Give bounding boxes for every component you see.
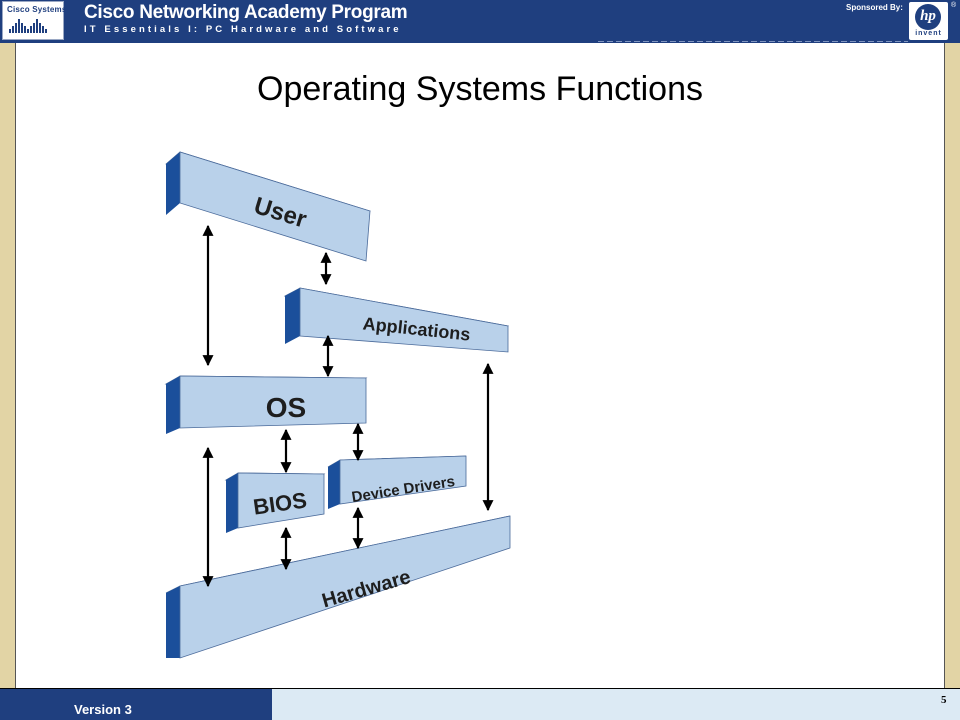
registered-icon: ® [951, 2, 957, 9]
footer-bar [272, 688, 960, 720]
block-bios: BIOS [224, 472, 326, 533]
right-margin-bar [944, 43, 960, 688]
block-device-drivers: Device Drivers [327, 455, 467, 509]
sponsor-label: Sponsored By: [846, 3, 903, 12]
version-label: Version 3 [74, 702, 132, 717]
slide-title: Operating Systems Functions [257, 70, 703, 108]
course-subtitle: IT Essentials I: PC Hardware and Softwar… [84, 24, 402, 35]
block-applications: Applications [283, 287, 510, 353]
header-rule [598, 41, 908, 42]
cisco-logo: Cisco Systems [2, 1, 67, 40]
cisco-logo-text: Cisco Systems [7, 5, 67, 14]
cisco-bars-icon [9, 19, 47, 33]
hp-logo-mark: hp [915, 4, 941, 30]
block-hardware: Hardware [165, 515, 511, 659]
left-margin-bar [0, 43, 16, 688]
footer-version-bar: Version 3 [0, 688, 272, 720]
page-number: 5 [941, 694, 947, 706]
block-os: OS [164, 375, 368, 434]
header-bar: Cisco Systems Cisco Networking Academy P… [0, 0, 960, 43]
program-title: Cisco Networking Academy Program [84, 2, 408, 23]
block-user: User [165, 151, 371, 262]
hp-tagline: invent [915, 30, 942, 37]
os-functions-diagram: User Applications OS BIOS De [130, 128, 530, 668]
label-os: OS [266, 392, 306, 423]
hp-logo: hp invent [909, 2, 948, 40]
